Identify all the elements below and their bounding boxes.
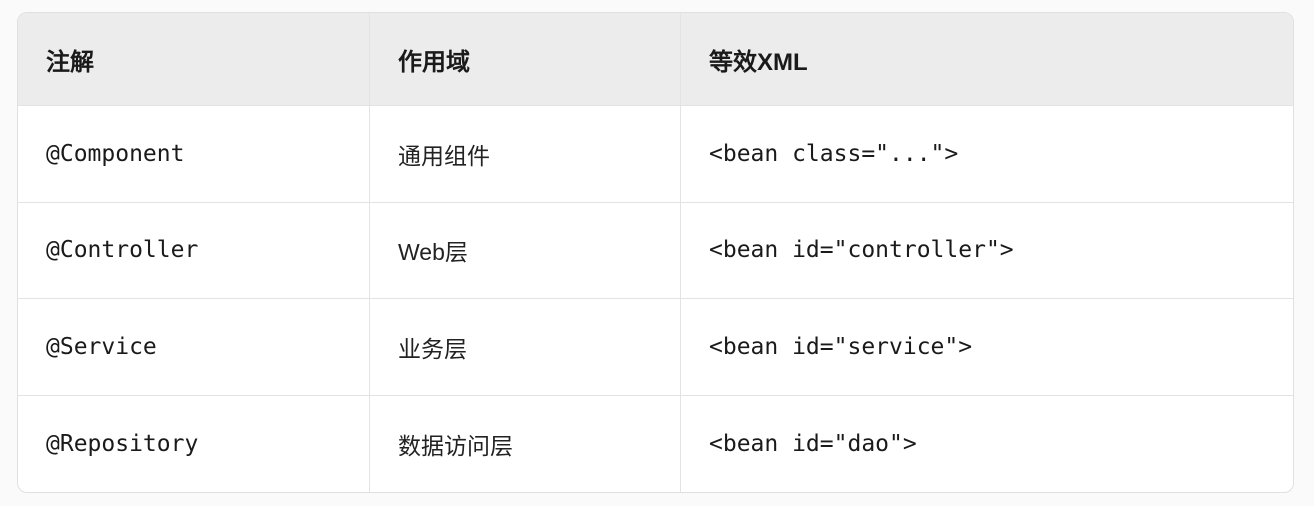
header-row: 注解 作用域 等效XML <box>18 13 1293 106</box>
cell-xml: <bean id="controller"> <box>681 203 1293 299</box>
header-scope: 作用域 <box>370 13 681 106</box>
cell-annotation: @Controller <box>18 202 370 299</box>
table-body: @Component 通用组件 <bean class="..."> @Cont… <box>18 106 1293 492</box>
header-equivalent-xml: 等效XML <box>681 13 1293 106</box>
table-header: 注解 作用域 等效XML <box>18 13 1293 106</box>
cell-annotation: @Component <box>18 106 370 203</box>
cell-scope: 数据访问层 <box>370 395 681 492</box>
cell-scope: 业务层 <box>370 299 681 396</box>
annotation-reference-table: 注解 作用域 等效XML @Component 通用组件 <bean class… <box>17 12 1294 493</box>
header-annotation: 注解 <box>18 13 370 106</box>
table-row: @Repository 数据访问层 <bean id="dao"> <box>18 395 1293 492</box>
cell-scope: 通用组件 <box>370 106 681 203</box>
cell-xml: <bean id="service"> <box>681 299 1293 396</box>
cell-annotation: @Repository <box>18 395 370 492</box>
table-row: @Component 通用组件 <bean class="..."> <box>18 106 1293 203</box>
table-row: @Service 业务层 <bean id="service"> <box>18 299 1293 396</box>
spring-annotations-table: 注解 作用域 等效XML @Component 通用组件 <bean class… <box>18 13 1293 492</box>
cell-xml: <bean id="dao"> <box>709 430 917 457</box>
table-row: @Controller Web层 <bean id="controller"> <box>18 202 1293 299</box>
cell-scope: Web层 <box>370 202 681 299</box>
cell-annotation: @Service <box>18 299 370 396</box>
cell-xml: <bean class="..."> <box>681 106 1293 203</box>
